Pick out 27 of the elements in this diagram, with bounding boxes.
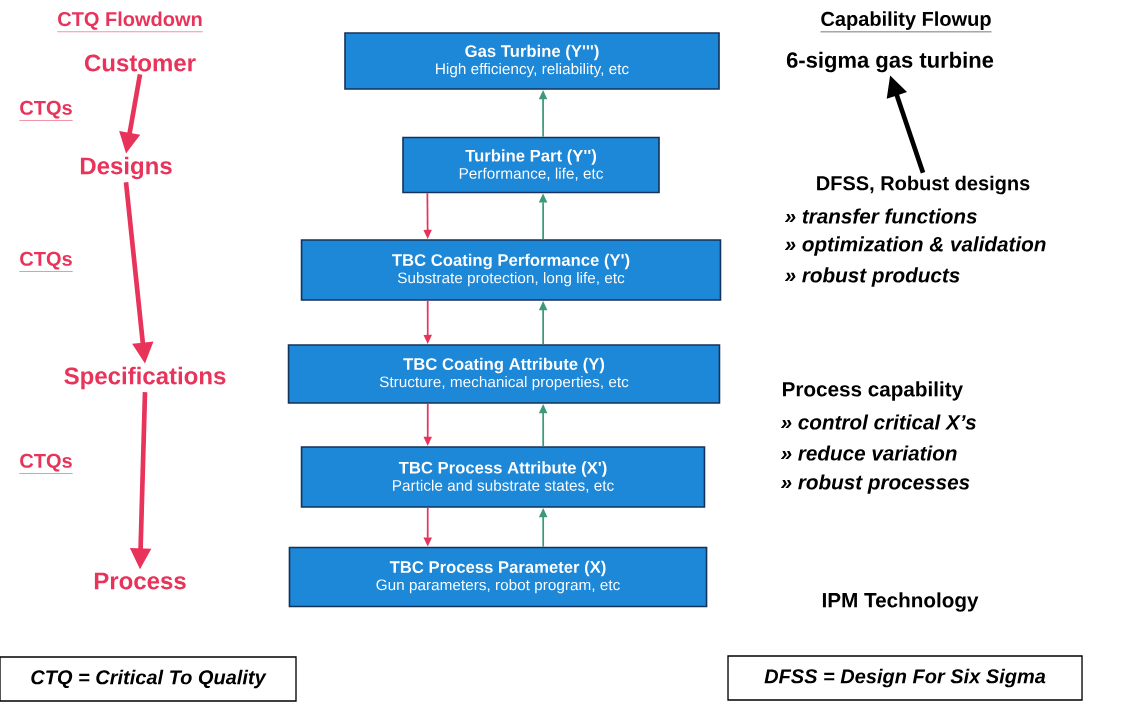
stage-label: Process [94,572,186,590]
process-box: Gas Turbine (Y''') High efficiency, reliability, etc [344,32,720,90]
heading-text: Process capability [783,381,963,401]
bullet-text: » reduce variation [781,445,957,461]
process-box: TBC Process Attribute (X') Particle and substrate states, etc [300,446,706,508]
heading-text: Capability Flowup [820,11,992,33]
side-label: CTQs [19,251,73,272]
side-label: CTQs [19,100,73,121]
side-label: CTQs [19,453,73,474]
heading-text: CTQ Flowdown [56,11,204,32]
process-box: Turbine Part (Y'') Performance, life, etc [402,136,660,194]
bullet-text: » robust products [785,267,960,287]
heading-text: DFSS, Robust designs [817,175,1030,195]
process-box: TBC Process Parameter (X) Gun parameters, robot program, etc [288,546,708,608]
stage-label: Designs [80,156,172,180]
bullet-text: » control critical X’s [781,414,976,430]
bullet-text: » transfer functions [785,208,977,224]
bullet-text: » robust processes [781,474,970,494]
bullet-text: » optimization & validation [785,236,1046,256]
heading-text: 6-sigma gas turbine [786,51,994,73]
definition-box: CTQ = Critical To Quality [0,656,297,702]
heading-text: IPM Technology [822,592,979,612]
stage-label: Customer [84,54,196,72]
process-box: TBC Coating Performance (Y') Substrate protection, long life, etc [300,239,722,301]
stage-label: Specifications [64,366,226,390]
definition-box: DFSS = Design For Six Sigma [727,655,1083,701]
process-box: TBC Coating Attribute (Y) Structure, mechanical properties, etc [287,344,721,404]
